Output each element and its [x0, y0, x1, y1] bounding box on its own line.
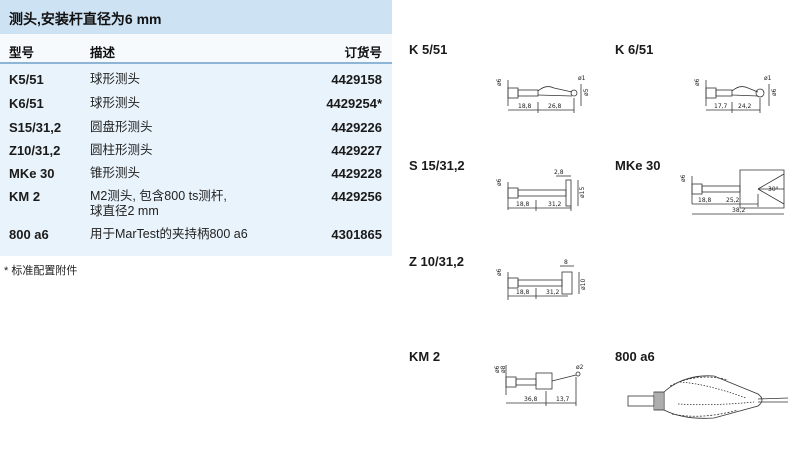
dim-km2-length1: 36,8	[524, 396, 538, 403]
dim-k6-dia-ball: ø6	[771, 88, 778, 96]
drawing-k5-51: ø6 18,8 26,8 ø5 ø1	[496, 75, 590, 113]
drawing-label-k5-51: K 5/51	[409, 42, 448, 57]
drawing-800-a6	[627, 375, 789, 419]
dim-mke-angle: 30°	[768, 186, 779, 193]
dim-k6-dia6: ø6	[694, 78, 701, 86]
cell-description: 球形测头	[90, 72, 141, 86]
drawing-km-2: ø6 ø8 36,8 13,7 ø2	[494, 364, 584, 406]
dim-mke-length2: 25,2	[726, 197, 740, 204]
cell-model: MKe 30	[9, 166, 55, 181]
cell-model: 800 a6	[9, 227, 49, 242]
dim-z10-length2: 31,2	[546, 289, 560, 296]
dim-k6-dia1: ø1	[764, 75, 772, 82]
cell-order-no: 4429256	[331, 189, 382, 204]
footnote: * 标准配置附件	[4, 265, 78, 277]
cell-model: S15/31,2	[9, 120, 62, 135]
dim-km2-length2: 13,7	[556, 396, 570, 403]
dim-km2-dia2: ø2	[576, 364, 584, 371]
dim-s15-length2: 31,2	[548, 201, 562, 208]
cell-order-no: 4429226	[331, 120, 382, 135]
dim-z10-dia6: ø6	[496, 268, 503, 276]
drawing-label-mke-30: MKe 30	[615, 158, 661, 173]
cell-order-no: 4301865	[331, 227, 382, 242]
drawing-k6-51: ø6 17,7 24,2 ø6 ø1	[694, 75, 778, 113]
dim-s15-thickness: 2,8	[554, 169, 564, 176]
spec-table: 测头,安装杆直径为6 mm 型号 描述 订货号 K5/51 球形测头 44291…	[0, 0, 392, 256]
cell-model: K6/51	[9, 96, 44, 111]
header-order-no: 订货号	[344, 46, 382, 60]
cell-order-no: 4429158	[331, 72, 382, 87]
dim-k5-dia5: ø5	[583, 88, 590, 96]
dim-k5-dia6: ø6	[496, 78, 503, 86]
drawing-label-z10-31-2: Z 10/31,2	[409, 254, 464, 269]
dim-k6-length1: 17,7	[714, 103, 728, 110]
dim-s15-dia6: ø6	[496, 178, 503, 186]
cell-order-no: 4429254*	[326, 96, 382, 111]
header-description: 描述	[90, 46, 116, 60]
drawing-label-km-2: KM 2	[409, 349, 441, 364]
cell-order-no: 4429227	[331, 143, 382, 158]
dim-s15-dia15: ø15	[579, 187, 586, 198]
cell-description: 锥形测头	[90, 166, 141, 180]
dim-k5-length2: 26,8	[548, 103, 562, 110]
cell-model: K5/51	[9, 72, 44, 87]
cell-model: KM 2	[9, 189, 41, 204]
dim-k5-length1: 18,8	[518, 103, 532, 110]
drawing-z10-31-2: 8 ø6 18,8 31,2 ø10	[496, 259, 587, 300]
drawing-label-k6-51: K 6/51	[615, 42, 654, 57]
table-header: 型号 描述 订货号	[0, 34, 392, 64]
table-title: 测头,安装杆直径为6 mm	[0, 0, 392, 34]
cell-model: Z10/31,2	[9, 143, 61, 158]
drawing-label-s15-31-2: S 15/31,2	[409, 158, 465, 173]
drawing-label-800-a6: 800 a6	[615, 349, 655, 364]
dim-k5-dia1: ø1	[578, 75, 586, 82]
cell-order-no: 4429228	[331, 166, 382, 181]
dim-km2-dia6: ø6	[494, 365, 501, 373]
dim-z10-length1: 18,8	[516, 289, 530, 296]
dim-mke-dia6: ø6	[680, 174, 687, 182]
dim-s15-length1: 18,8	[516, 201, 530, 208]
drawing-s15-31-2: 2,8 ø6 ø15 18,8 31,2	[496, 169, 586, 211]
dim-km2-dia8: ø8	[500, 365, 507, 373]
cell-description: 球形测头	[90, 96, 141, 110]
drawing-mke-30: ø6 30° 18,8 25,2 38,2	[680, 169, 785, 215]
cell-description-line1: M2测头, 包含800 ts测杆,	[90, 189, 227, 203]
cell-description-line2: 球直径2 mm	[90, 204, 159, 218]
dim-z10-length-cyl: 8	[564, 259, 568, 266]
cell-description: 用于MarTest的夹持柄800 a6	[90, 227, 248, 241]
cell-description: 圆柱形测头	[90, 143, 153, 157]
dim-mke-length1: 18,8	[698, 197, 712, 204]
dim-k6-length2: 24,2	[738, 103, 752, 110]
cell-description: 圆盘形测头	[90, 120, 153, 134]
cell-description: M2测头, 包含800 ts测杆, 球直径2 mm	[90, 189, 300, 219]
dim-z10-dia10: ø10	[580, 279, 587, 290]
dim-mke-total: 38,2	[732, 207, 746, 214]
header-model: 型号	[9, 46, 35, 60]
